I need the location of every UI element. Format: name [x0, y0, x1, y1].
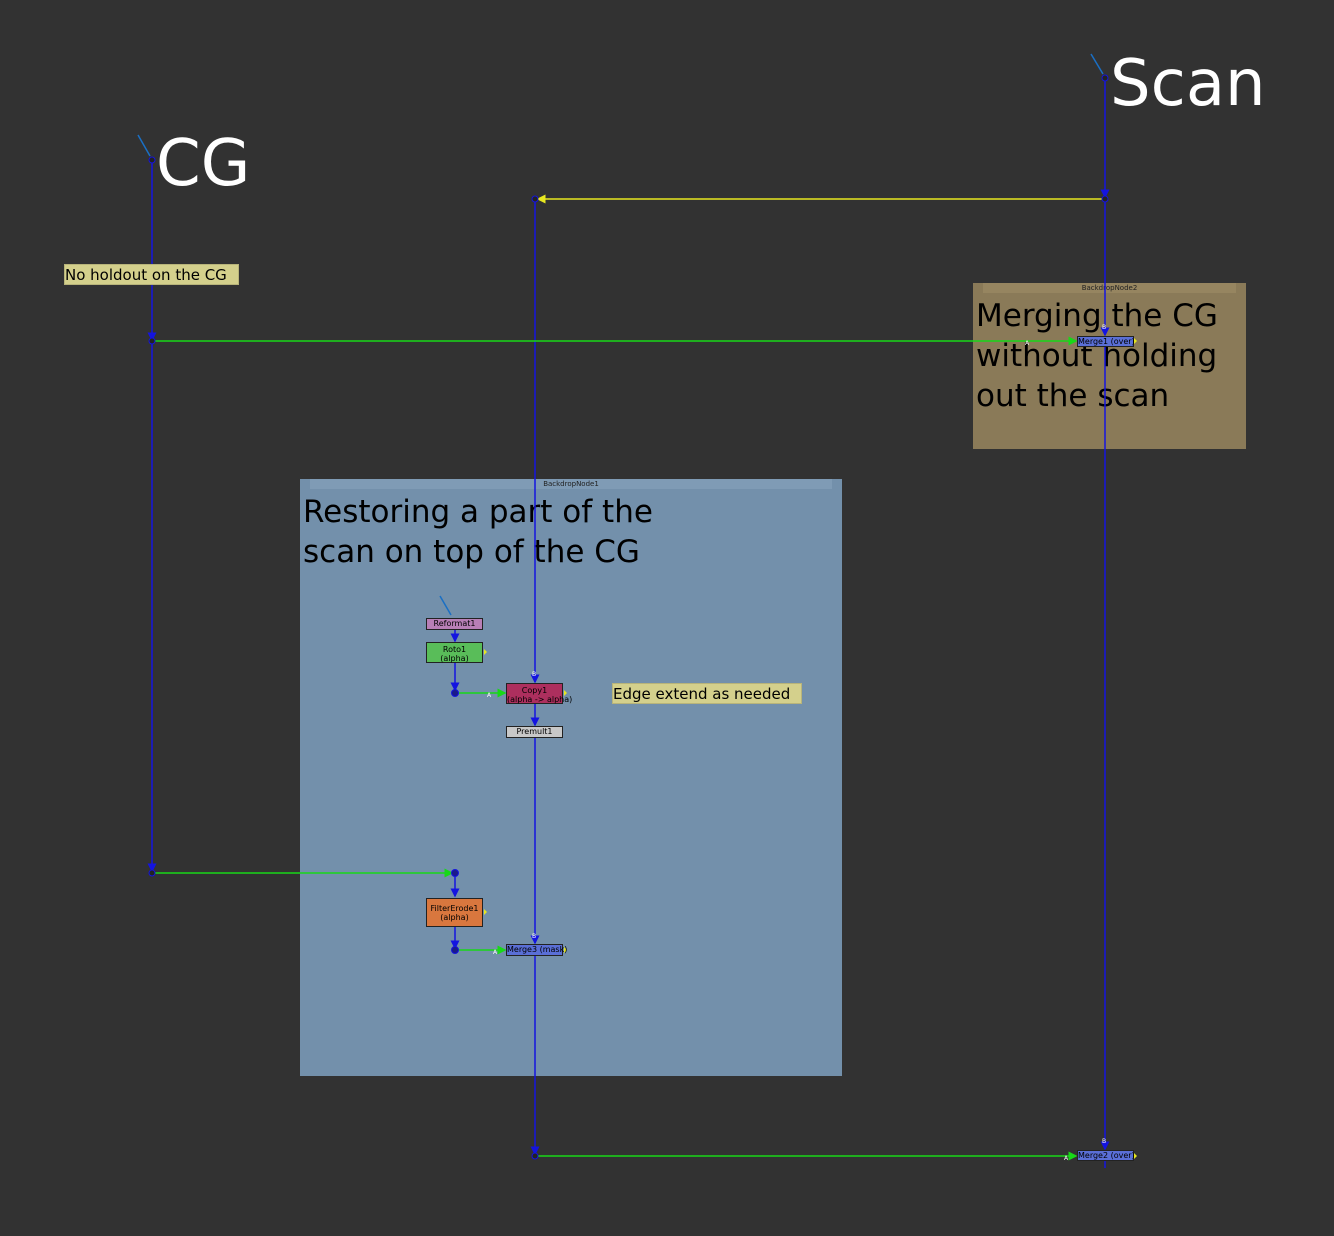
node-label: Merge2 (over): [1078, 1151, 1135, 1160]
node-sublabel: (alpha -> alpha): [507, 695, 573, 704]
node-roto[interactable]: Roto1 (alpha): [426, 642, 483, 663]
dot-middle-bottom[interactable]: [531, 1152, 539, 1160]
backdrop-text-line: Restoring a part of the: [303, 494, 653, 530]
label-scan: Scan: [1110, 47, 1266, 121]
node-label: Copy1: [521, 686, 548, 695]
backdrop-text-line: out the scan: [976, 378, 1170, 414]
label-cg: CG: [156, 127, 251, 201]
backdrop-text-line: scan on top of the CG: [303, 534, 640, 570]
backdrop-title[interactable]: BackdropNode2: [983, 283, 1236, 293]
dot-scan-split[interactable]: [1101, 195, 1109, 203]
input-letter-b-merge2: B: [1102, 1138, 1106, 1145]
backdrop-restore[interactable]: BackdropNode1: [300, 479, 842, 1076]
backdrop-merge[interactable]: BackdropNode2: [973, 283, 1246, 449]
node-sublabel: (alpha): [440, 654, 469, 663]
node-reformat[interactable]: Reformat1: [426, 618, 483, 630]
node-label: Merge3 (mask): [507, 945, 568, 954]
dot-scan-top[interactable]: [1101, 74, 1109, 82]
dot-middle-top[interactable]: [531, 195, 539, 203]
dot-cg-low[interactable]: [148, 869, 156, 877]
sticky-note-holdout[interactable]: No holdout on the CG: [64, 264, 239, 285]
backdrop-text-line: Merging the CG: [976, 298, 1218, 334]
node-label: Premult1: [516, 727, 553, 736]
node-sublabel: (alpha): [440, 913, 469, 922]
backdrop-title[interactable]: BackdropNode1: [310, 479, 832, 489]
node-label: Roto1: [442, 645, 467, 654]
wire-scan-input-arrow: [1090, 53, 1104, 75]
sticky-note-edge-extend[interactable]: Edge extend as needed: [612, 683, 802, 704]
backdrop-merge-text: Merging the CG without holding out the s…: [976, 296, 1218, 416]
backdrop-restore-text: Restoring a part of the scan on top of t…: [303, 492, 653, 572]
input-letter-a-merge2: A: [1064, 1155, 1069, 1162]
wire-cg-input-arrow: [137, 134, 151, 157]
node-label: Reformat1: [433, 619, 476, 628]
node-label: Merge1 (over): [1078, 337, 1135, 346]
node-merge3[interactable]: Merge3 (mask): [506, 944, 567, 956]
dot-cg-mid[interactable]: [148, 337, 156, 345]
node-filter-erode[interactable]: FilterErode1 (alpha): [426, 898, 483, 927]
node-label: FilterErode1: [430, 904, 479, 913]
dot-cg-top[interactable]: [148, 156, 156, 164]
node-copy[interactable]: Copy1 (alpha -> alpha): [506, 683, 573, 704]
node-merge1[interactable]: Merge1 (over): [1077, 336, 1135, 347]
node-merge2[interactable]: Merge2 (over): [1077, 1150, 1135, 1161]
node-premult[interactable]: Premult1: [506, 726, 563, 738]
